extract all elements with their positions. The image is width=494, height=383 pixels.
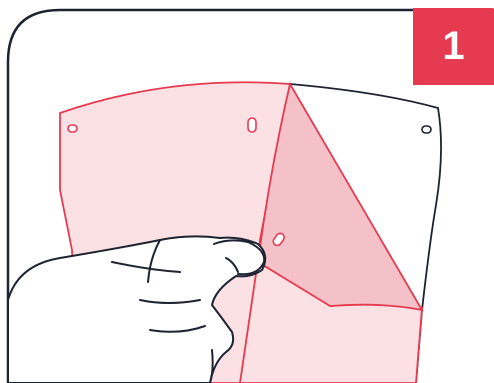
hand-icon bbox=[8, 235, 267, 383]
mounting-hole bbox=[67, 124, 78, 133]
step-number-badge: 1 bbox=[413, 8, 494, 85]
mounting-hole bbox=[272, 232, 285, 247]
mounting-hole bbox=[247, 117, 257, 133]
frame-border bbox=[6, 8, 494, 383]
mounting-hole bbox=[421, 125, 432, 134]
